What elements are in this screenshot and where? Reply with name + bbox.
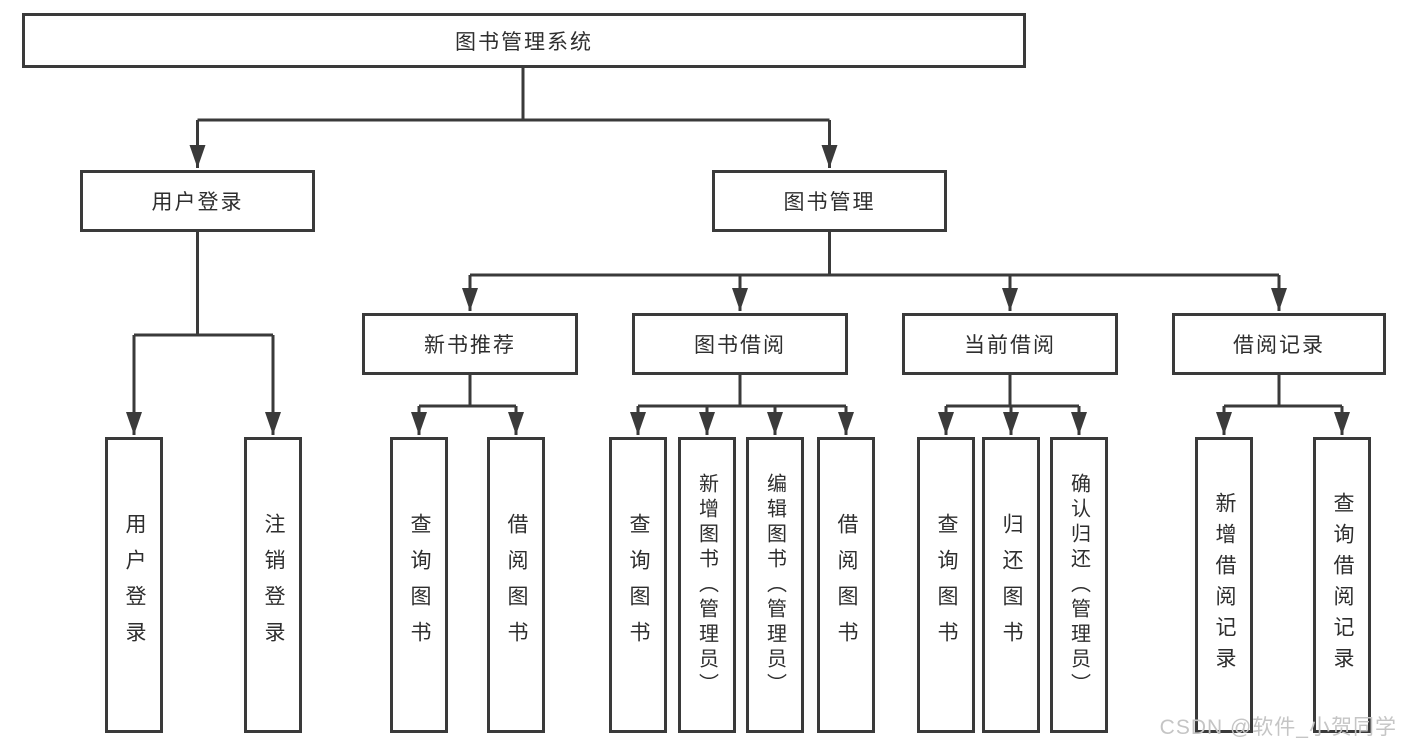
leaf-edit-books-admin: 编辑图书（管理员） (746, 437, 804, 733)
csdn-watermark: CSDN @软件_小贺同学 (1159, 716, 1397, 739)
node-current-borrow: 当前借阅 (902, 313, 1118, 375)
node-root-system: 图书管理系统 (22, 13, 1026, 68)
leaf-user-login-label: 用户登录 (123, 513, 146, 657)
leaf-borrow-books-2-label: 借阅图书 (835, 513, 858, 657)
leaf-query-borrow-record: 查询借阅记录 (1313, 437, 1371, 733)
leaf-query-books-3: 查询图书 (917, 437, 975, 733)
node-root-label: 图书管理系统 (455, 30, 593, 54)
leaf-query-books-2-label: 查询图书 (627, 513, 650, 657)
leaf-add-books-admin: 新增图书（管理员） (678, 437, 736, 733)
leaf-confirm-return-admin-label: 确认归还（管理员） (1067, 472, 1090, 698)
node-borrow-records: 借阅记录 (1172, 313, 1386, 375)
node-book-management-label: 图书管理 (783, 191, 876, 214)
node-borrow-records-label: 借阅记录 (1233, 334, 1325, 357)
node-book-borrow: 图书借阅 (632, 313, 848, 375)
leaf-query-books-1-label: 查询图书 (408, 513, 431, 657)
leaf-query-books-3-label: 查询图书 (935, 513, 958, 657)
leaf-add-borrow-record-label: 新增借阅记录 (1213, 492, 1236, 678)
leaf-query-books-1: 查询图书 (390, 437, 448, 733)
node-book-borrow-label: 图书借阅 (694, 334, 786, 357)
leaf-confirm-return-admin: 确认归还（管理员） (1050, 437, 1108, 733)
node-new-book-recommend-label: 新书推荐 (424, 334, 516, 357)
node-user-login-label: 用户登录 (151, 191, 244, 214)
leaf-edit-books-admin-label: 编辑图书（管理员） (763, 472, 786, 698)
node-book-management: 图书管理 (712, 170, 947, 232)
leaf-borrow-books-2: 借阅图书 (817, 437, 875, 733)
leaf-query-borrow-record-label: 查询借阅记录 (1331, 492, 1354, 678)
leaf-query-books-2: 查询图书 (609, 437, 667, 733)
leaf-add-books-admin-label: 新增图书（管理员） (695, 472, 718, 698)
leaf-user-login: 用户登录 (105, 437, 163, 733)
leaf-return-books-label: 归还图书 (1000, 513, 1023, 657)
leaf-borrow-books-1-label: 借阅图书 (505, 513, 528, 657)
leaf-logout-label: 注销登录 (262, 513, 285, 657)
node-current-borrow-label: 当前借阅 (964, 334, 1056, 357)
node-new-book-recommend: 新书推荐 (362, 313, 578, 375)
leaf-logout: 注销登录 (244, 437, 302, 733)
node-user-login: 用户登录 (80, 170, 315, 232)
leaf-borrow-books-1: 借阅图书 (487, 437, 545, 733)
leaf-return-books: 归还图书 (982, 437, 1040, 733)
leaf-add-borrow-record: 新增借阅记录 (1195, 437, 1253, 733)
